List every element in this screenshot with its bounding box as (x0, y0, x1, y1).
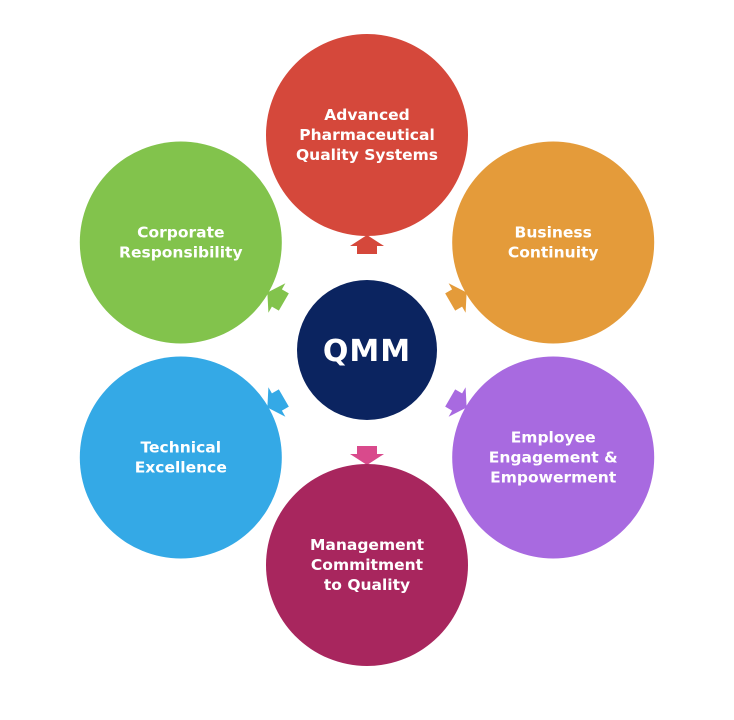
node-circle-business-continuity (452, 141, 655, 344)
node-circle-technical-excellence (79, 356, 282, 559)
node-label-line: Advanced (324, 106, 410, 124)
node-label-line: Commitment (311, 556, 424, 574)
node-label-line: Excellence (135, 459, 227, 477)
node-circle-advanced-pqs (266, 34, 468, 236)
node-circle-management-commitment (266, 464, 468, 666)
center-label: QMM (323, 334, 411, 369)
node-circle-corporate-responsibility (79, 141, 282, 344)
node-label-line: Responsibility (119, 244, 243, 262)
node-label-line: Empowerment (490, 469, 617, 487)
arrows-group (267, 235, 467, 465)
node-label-line: Pharmaceutical (299, 126, 435, 144)
node-label-line: Engagement & (489, 449, 618, 467)
node-circle-employee-engagement (452, 356, 655, 559)
arrow-employee-engagement (445, 387, 467, 417)
node-label-line: Quality Systems (296, 146, 438, 164)
node-label-line: Management (310, 536, 425, 554)
arrow-management-commitment (350, 446, 384, 465)
node-label-line: Business (515, 224, 592, 242)
node-label-line: to Quality (324, 576, 410, 594)
node-label-line: Continuity (508, 244, 599, 262)
node-label-line: Technical (141, 439, 222, 457)
center-circle (297, 280, 437, 420)
arrow-advanced-pqs (350, 235, 384, 254)
arrow-technical-excellence (267, 387, 289, 417)
arrow-corporate-responsibility (267, 283, 289, 313)
node-label-line: Corporate (137, 224, 224, 242)
arrow-business-continuity (445, 283, 467, 313)
node-label-line: Employee (511, 429, 596, 447)
center-node: QMM (297, 280, 437, 420)
